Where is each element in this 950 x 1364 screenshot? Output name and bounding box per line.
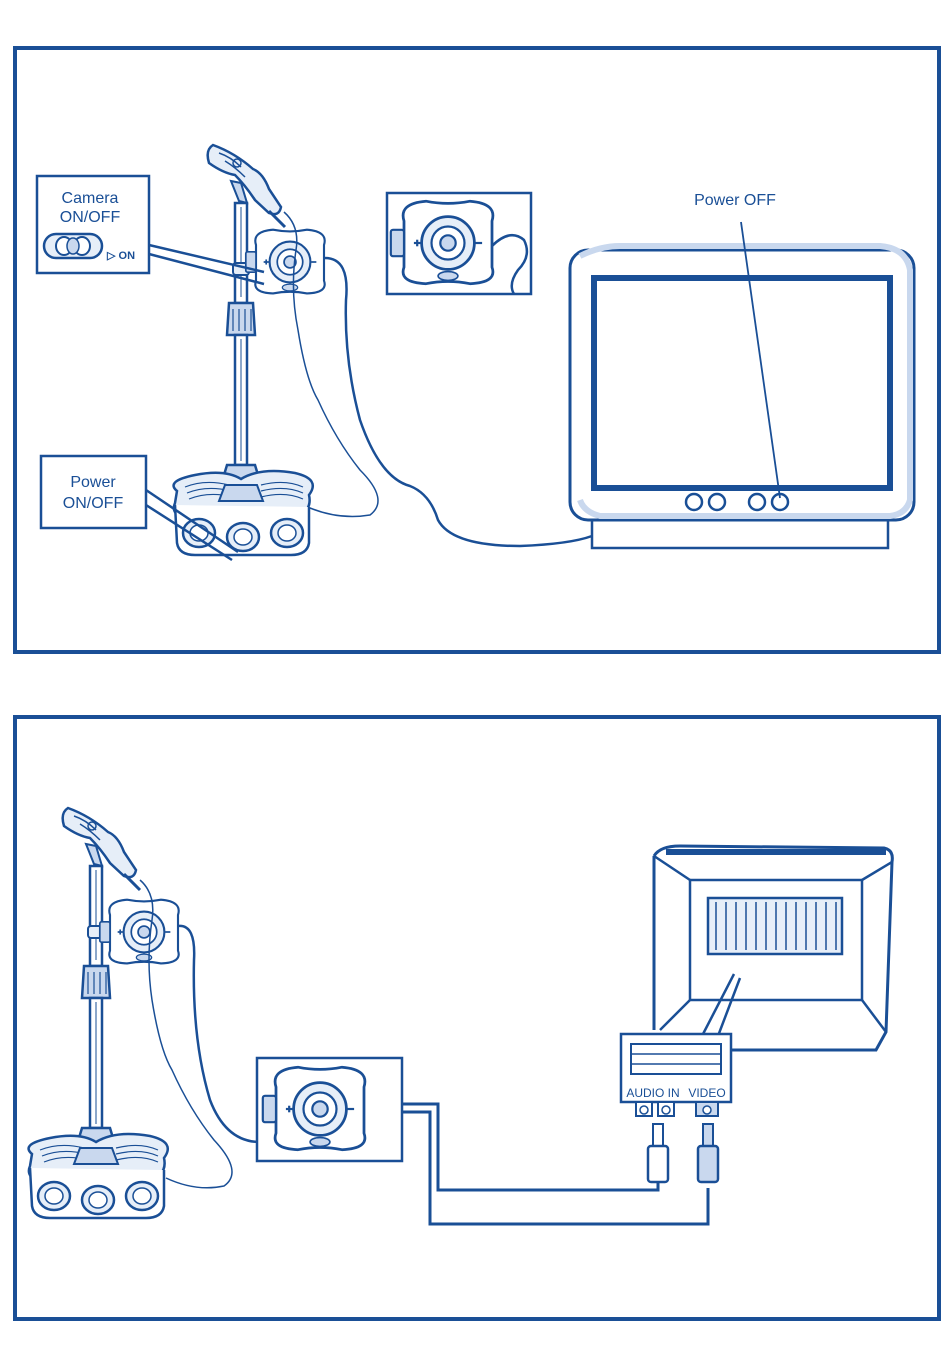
- video-jack: [703, 1106, 711, 1114]
- audio-cable: [402, 1104, 658, 1190]
- television-icon: [570, 246, 914, 548]
- av-plug-icon: [648, 1124, 718, 1182]
- microphone-stand-icon-2: [29, 808, 168, 1218]
- camera-detail-inset: [387, 193, 531, 294]
- tv-screen: [594, 278, 890, 488]
- camera-module-icon-2: [100, 900, 179, 964]
- tv-button-1: [686, 494, 702, 510]
- power-callout-line2: ON/OFF: [63, 495, 124, 512]
- tv-power-label: Power OFF: [694, 192, 776, 209]
- camera-cable-2: [178, 926, 260, 1142]
- microphone-stand-icon: [174, 145, 313, 555]
- power-callout-box: [41, 456, 146, 528]
- tv-button-2: [709, 494, 725, 510]
- power-callout-line1: Power: [70, 474, 116, 491]
- camera-module-icon: [246, 230, 325, 294]
- slide-switch-icon: [44, 234, 102, 258]
- tv-vent-grille: [708, 898, 842, 954]
- av-input-inset: AUDIO IN VIDEO: [621, 1034, 731, 1116]
- audio-in-label: AUDIO IN: [626, 1086, 679, 1100]
- switch-on-label: ▷ ON: [106, 250, 135, 262]
- television-back-icon: [654, 846, 892, 1050]
- camera-cable: [325, 258, 592, 546]
- camera-callout-line2: ON/OFF: [60, 209, 121, 226]
- camera-callout-line1: Camera: [62, 190, 119, 207]
- panel-setup-power: Camera ON/OFF ▷ ON Power ON/OFF: [15, 48, 939, 652]
- camera-detail-inset-2: [257, 1058, 402, 1161]
- camera-switch-callout: Camera ON/OFF ▷ ON: [37, 176, 264, 284]
- audio-jack-right: [662, 1106, 670, 1114]
- tv-button-3: [749, 494, 765, 510]
- audio-jack-left: [640, 1106, 648, 1114]
- panel-connection-av: AUDIO IN VIDEO: [15, 717, 939, 1319]
- video-label: VIDEO: [688, 1086, 725, 1100]
